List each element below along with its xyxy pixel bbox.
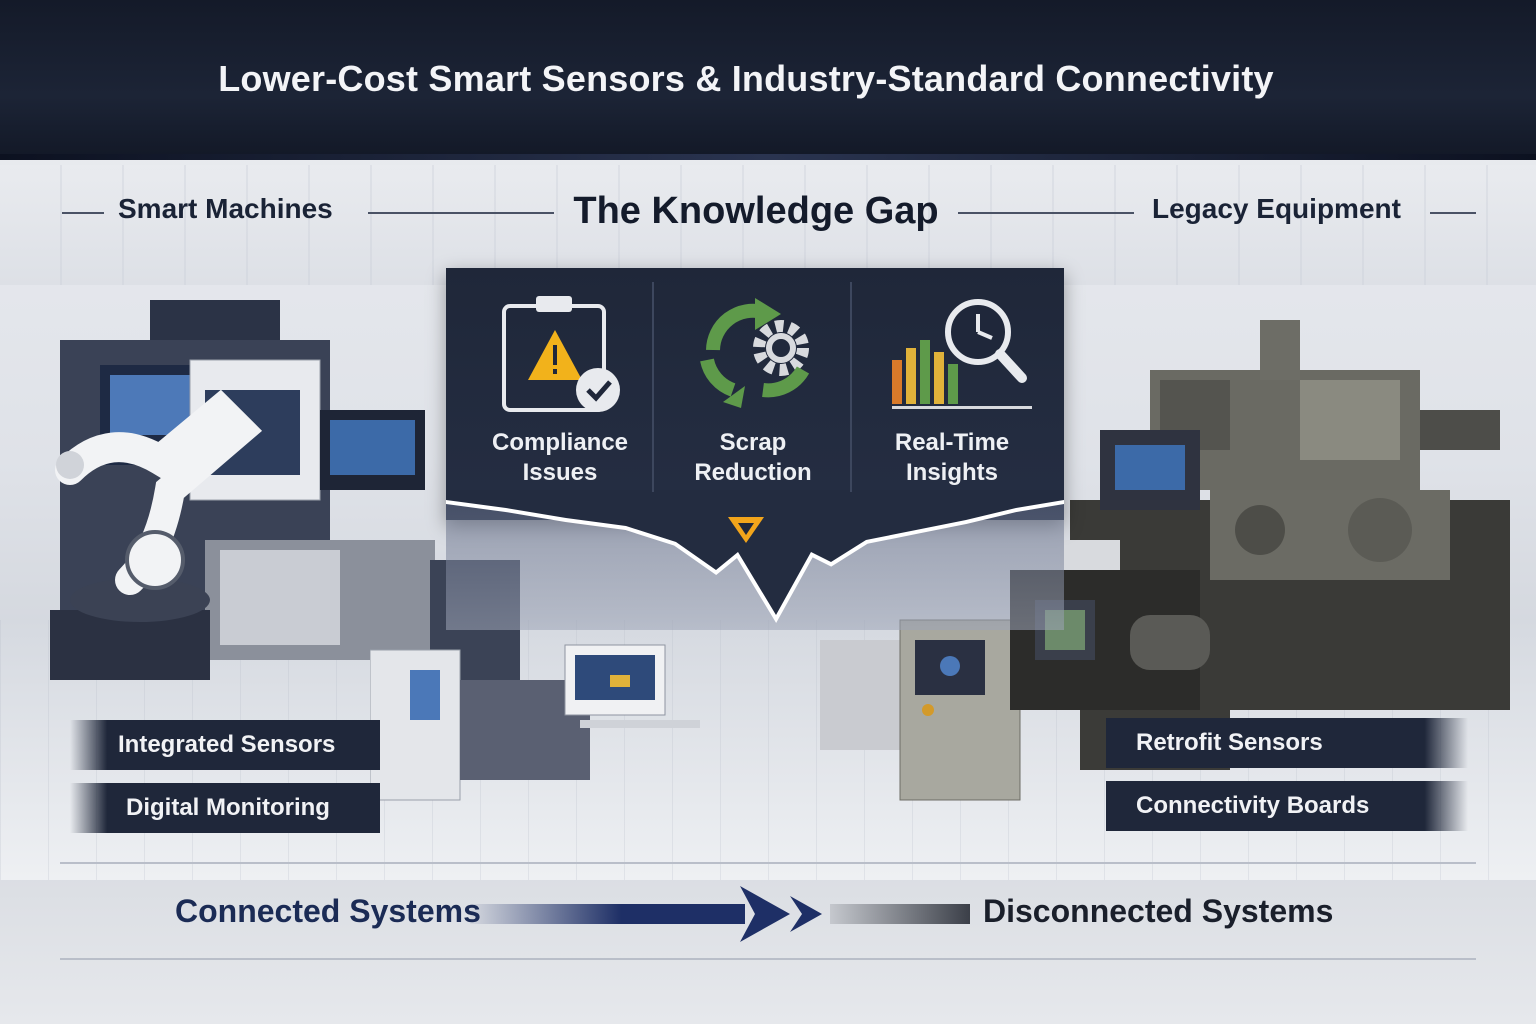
- issue-label: Scrap Reduction: [694, 429, 812, 486]
- chart-magnifier-icon: [892, 299, 1032, 409]
- flow-rule: [60, 958, 1476, 960]
- gap-valley: [446, 490, 1064, 630]
- issue-label: Real-Time Insights: [894, 429, 1010, 486]
- issue-insights: Real-Time Insights: [852, 290, 1052, 500]
- down-triangle-icon: [728, 517, 764, 543]
- heading-rule: [62, 212, 104, 214]
- feature-ribbon: Digital Monitoring: [70, 783, 380, 833]
- recycle-gear-icon: [700, 298, 810, 408]
- heading-rule: [1430, 212, 1476, 214]
- smart-machines-heading: Smart Machines: [118, 193, 333, 224]
- heading-rule: [368, 212, 554, 214]
- center-left-machines: [370, 560, 700, 801]
- heading-rule: [958, 212, 1134, 214]
- flow-arrow-icon: [470, 886, 970, 942]
- flow-rule: [60, 862, 1476, 864]
- warning-clipboard-icon: [502, 296, 620, 412]
- feature-integrated-sensors: Integrated Sensors: [118, 731, 336, 758]
- feature-ribbon: Integrated Sensors: [70, 720, 380, 770]
- legacy-equipment-heading: Legacy Equipment: [1152, 193, 1401, 224]
- issue-label: Compliance Issues: [491, 429, 629, 486]
- knowledge-gap-title: The Knowledge Gap: [573, 190, 939, 232]
- feature-ribbon: Connectivity Boards: [1106, 781, 1468, 831]
- feature-retrofit-sensors: Retrofit Sensors: [1136, 729, 1323, 756]
- issue-scrap: Scrap Reduction: [653, 290, 853, 500]
- connected-systems-label: Connected Systems: [175, 893, 481, 929]
- page-title: Lower-Cost Smart Sensors & Industry-Stan…: [218, 58, 1274, 99]
- issue-compliance: Compliance Issues: [460, 290, 660, 500]
- header-banner: Lower-Cost Smart Sensors & Industry-Stan…: [0, 0, 1536, 160]
- feature-ribbon: Retrofit Sensors: [1106, 718, 1468, 768]
- factory-ceiling: [0, 165, 1536, 285]
- panel-divider: [652, 282, 654, 492]
- smart-machines-illustration: [50, 300, 435, 680]
- feature-connectivity-boards: Connectivity Boards: [1136, 792, 1370, 819]
- panel-divider: [850, 282, 852, 492]
- disconnected-systems-label: Disconnected Systems: [983, 893, 1334, 929]
- feature-digital-monitoring: Digital Monitoring: [126, 794, 330, 821]
